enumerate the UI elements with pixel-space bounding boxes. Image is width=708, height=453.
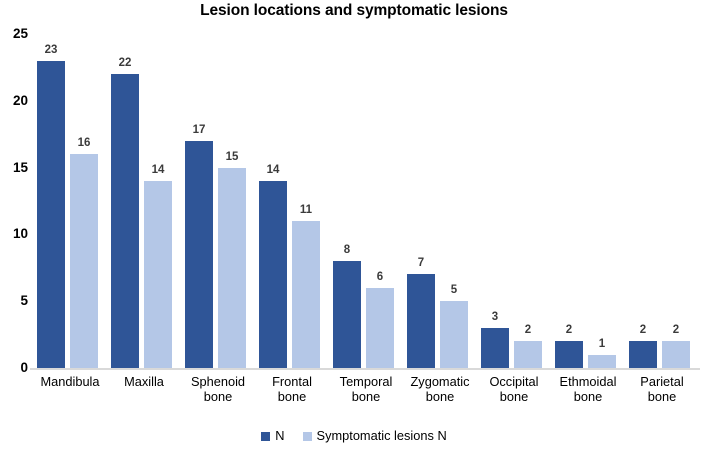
- bar[interactable]: [259, 180, 287, 368]
- bar-value-label: 6: [376, 270, 384, 283]
- x-axis-category-label: Mandibula: [31, 374, 109, 389]
- bar[interactable]: [144, 180, 172, 368]
- x-axis-category-label-line: Occipital: [489, 374, 539, 389]
- x-axis-category-label-line: Frontal: [272, 374, 312, 389]
- y-axis-tick-label: 10: [12, 226, 28, 242]
- bar[interactable]: [37, 60, 65, 368]
- bar[interactable]: [629, 341, 657, 368]
- x-axis-category-label-line: Mandibula: [40, 374, 100, 389]
- bar[interactable]: [514, 341, 542, 368]
- x-axis-category-label-line: bone: [573, 389, 603, 404]
- chart-legend: N Symptomatic lesions N: [0, 428, 708, 443]
- bar-value-label: 14: [151, 163, 165, 176]
- y-axis-tick-label: 25: [12, 26, 28, 41]
- bar[interactable]: [333, 261, 361, 368]
- bar-value-label: 22: [118, 57, 132, 70]
- bar[interactable]: [185, 140, 213, 368]
- x-axis-category-label-line: Zygomatic: [410, 374, 470, 389]
- bar[interactable]: [555, 341, 583, 368]
- bar-value-label: 2: [565, 324, 573, 337]
- bar-value-label: 2: [524, 324, 532, 337]
- bar[interactable]: [481, 327, 509, 368]
- x-axis-line: [30, 368, 700, 370]
- y-axis: 0 5 10 15 20 25: [0, 0, 28, 453]
- y-axis-tick-label: 0: [20, 360, 28, 375]
- x-axis-category-label-line: bone: [499, 389, 529, 404]
- x-axis-category-label-line: bone: [277, 389, 307, 404]
- bar[interactable]: [111, 74, 139, 368]
- legend-item-symptomatic-lesions-n[interactable]: Symptomatic lesions N: [302, 428, 447, 443]
- y-axis-tick-label: 15: [12, 159, 28, 175]
- legend-swatch-icon: [261, 431, 271, 441]
- bar-value-label: 23: [44, 43, 58, 56]
- bar-value-label: 3: [491, 310, 499, 323]
- bar-value-label: 5: [450, 284, 458, 297]
- legend-item-n[interactable]: N: [261, 428, 285, 443]
- bar-value-label: 2: [672, 324, 680, 337]
- bar-value-label: 17: [192, 123, 206, 136]
- x-axis-category-label-line: Temporal: [339, 374, 393, 389]
- legend-label: N: [275, 428, 285, 443]
- bar[interactable]: [407, 274, 435, 368]
- bar[interactable]: [662, 341, 690, 368]
- x-axis-category-label: Maxilla: [105, 374, 183, 389]
- bar-value-label: 1: [598, 337, 606, 350]
- legend-swatch-icon: [302, 431, 312, 441]
- bar-value-label: 11: [299, 204, 313, 217]
- x-axis-category-label-line: bone: [203, 389, 233, 404]
- bar-value-label: 15: [225, 150, 239, 163]
- bar-value-label: 7: [417, 257, 425, 270]
- chart-title: Lesion locations and symptomatic lesions: [200, 2, 508, 19]
- x-axis-category-label-line: Maxilla: [124, 374, 164, 389]
- bar[interactable]: [292, 221, 320, 368]
- bar[interactable]: [70, 154, 98, 368]
- y-axis-tick-label: 5: [20, 293, 28, 309]
- legend-label: Symptomatic lesions N: [316, 428, 447, 443]
- x-axis-category-label-line: bone: [425, 389, 455, 404]
- bar-value-label: 14: [266, 163, 280, 176]
- bar[interactable]: [440, 301, 468, 368]
- x-axis-category-label-line: bone: [647, 389, 677, 404]
- bar-value-label: 16: [77, 137, 91, 150]
- x-axis-category-label-line: Parietal: [640, 374, 684, 389]
- bar[interactable]: [588, 354, 616, 368]
- bar-value-label: 2: [639, 324, 647, 337]
- bar[interactable]: [366, 287, 394, 368]
- x-axis-category-label-line: Sphenoid: [190, 374, 246, 389]
- bar-value-label: 8: [343, 244, 351, 257]
- x-axis-category-label-line: bone: [351, 389, 381, 404]
- x-axis-category-label-line: Ethmoidal: [559, 374, 617, 389]
- y-axis-tick-label: 20: [12, 92, 28, 108]
- bar[interactable]: [218, 167, 246, 368]
